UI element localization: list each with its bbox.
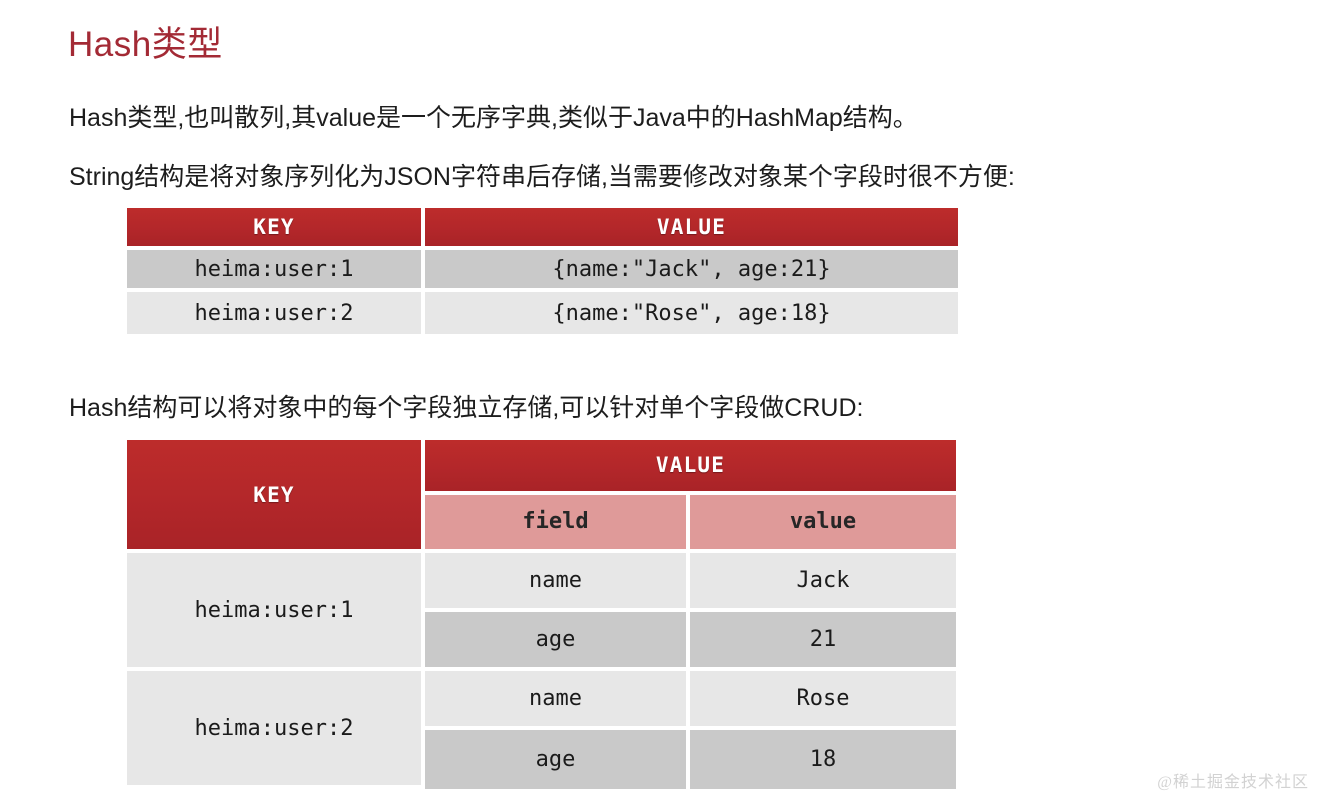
hash-row-value: Rose <box>690 671 956 730</box>
hash-row-value: Jack <box>690 553 956 612</box>
table-row: heima:user:1 name Jack <box>127 553 956 671</box>
table-row: heima:user:2 {name:"Rose", age:18} <box>127 292 958 334</box>
table-subheader-row: field value <box>127 494 956 553</box>
hash-header-key: KEY <box>127 440 425 553</box>
string-header-value: VALUE <box>425 208 958 250</box>
hash-structure-table: KEY VALUE field value heima:user:1 name … <box>127 440 956 789</box>
table-row: heima:user:1 {name:"Jack", age:21} <box>127 250 958 292</box>
hash-table-header: KEY VALUE field value <box>127 440 956 553</box>
hash-row-field: name <box>425 553 690 612</box>
hash-row-key: heima:user:2 <box>127 671 425 789</box>
table-row: age 21 <box>127 612 956 671</box>
string-table-body: heima:user:1 {name:"Jack", age:21} heima… <box>127 250 958 334</box>
string-row-key: heima:user:2 <box>127 292 425 334</box>
intro-paragraph: Hash类型,也叫散列,其value是一个无序字典,类似于Java中的HashM… <box>69 104 918 132</box>
string-header-key: KEY <box>127 208 425 250</box>
string-row-value: {name:"Rose", age:18} <box>425 292 958 334</box>
hash-table-body: heima:user:1 name Jack age 21 heima:user… <box>127 553 956 789</box>
string-structure-paragraph: String结构是将对象序列化为JSON字符串后存储,当需要修改对象某个字段时很… <box>69 163 1015 191</box>
string-structure-table: KEY VALUE heima:user:1 {name:"Jack", age… <box>127 208 958 334</box>
hash-header-value: VALUE <box>425 440 956 495</box>
table-row: age 18 <box>127 730 956 789</box>
page-title: Hash类型 <box>68 25 223 64</box>
hash-row-field: age <box>425 730 690 789</box>
hash-row-key: heima:user:1 <box>127 553 425 671</box>
hash-row-field: name <box>425 671 690 730</box>
hash-subheader-value: value <box>690 494 956 553</box>
hash-row-value: 18 <box>690 730 956 789</box>
table-header-row: KEY VALUE <box>127 208 958 250</box>
hash-structure-paragraph: Hash结构可以将对象中的每个字段独立存储,可以针对单个字段做CRUD: <box>69 394 864 422</box>
hash-row-field: age <box>425 612 690 671</box>
string-row-value: {name:"Jack", age:21} <box>425 250 958 292</box>
string-row-key: heima:user:1 <box>127 250 425 292</box>
watermark: @稀土掘金技术社区 <box>1157 774 1309 791</box>
hash-row-value: 21 <box>690 612 956 671</box>
hash-subheader-field: field <box>425 494 690 553</box>
string-table-header: KEY VALUE <box>127 208 958 250</box>
table-row: heima:user:2 name Rose <box>127 671 956 789</box>
table-header-row: KEY VALUE <box>127 440 956 553</box>
